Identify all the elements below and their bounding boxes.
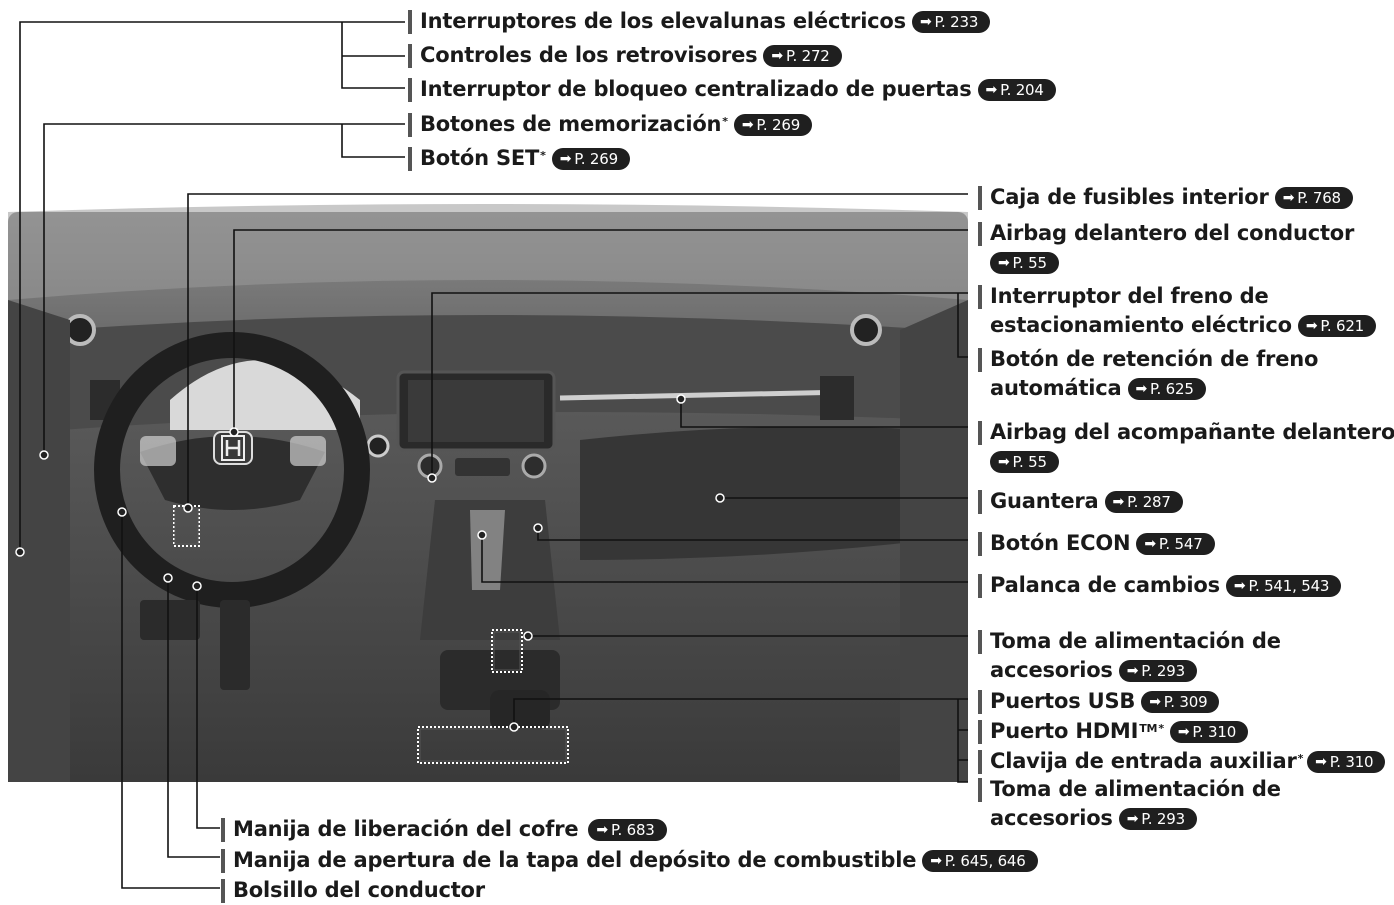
- label-passenger-airbag: Airbag del acompañante delantero ➡P. 55: [977, 418, 1394, 476]
- label-text: Interruptor de bloqueo centralizado de p…: [420, 77, 972, 101]
- page-ref-link[interactable]: ➡P. 287: [1104, 491, 1183, 513]
- page-ref-link[interactable]: ➡P. 269: [551, 148, 630, 170]
- page-ref-link[interactable]: ➡P. 310: [1307, 751, 1386, 773]
- label-parking-brake: Interruptor del freno de estacionamiento …: [977, 282, 1377, 340]
- arrow-right-icon: ➡: [998, 454, 1010, 470]
- arrow-right-icon: ➡: [1149, 694, 1161, 710]
- label-text: Bolsillo del conductor: [233, 878, 485, 902]
- label-brake-hold: Botón de retención de freno automática➡P.…: [977, 345, 1319, 403]
- label-glovebox: Guantera➡P. 287: [978, 487, 1183, 516]
- arrow-right-icon: ➡: [1112, 494, 1125, 510]
- arrow-right-icon: ➡: [1282, 190, 1295, 206]
- page-ref-link[interactable]: ➡P. 204: [977, 79, 1056, 101]
- page-ref-link[interactable]: ➡P. 683: [588, 819, 667, 841]
- arrow-right-icon: ➡: [930, 853, 942, 869]
- label-text: Palanca de cambios: [990, 573, 1220, 597]
- label-text: Controles de los retrovisores: [420, 43, 758, 67]
- arrow-right-icon: ➡: [1315, 754, 1327, 770]
- label-aux-jack: Clavija de entrada auxiliar*➡P. 310: [977, 747, 1386, 776]
- arrow-right-icon: ➡: [998, 255, 1010, 271]
- label-hdmi-port: Puerto HDMITM*➡P. 310: [977, 717, 1249, 746]
- label-accessory-power-1: Toma de alimentación de accesorios➡P. 293: [978, 627, 1281, 685]
- label-text: Airbag delantero del conductor: [990, 221, 1355, 245]
- label-driver-airbag: Airbag delantero del conductor ➡P. 55: [977, 219, 1355, 277]
- page-ref-link[interactable]: ➡P. 621: [1297, 315, 1377, 337]
- arrow-right-icon: ➡: [919, 14, 932, 30]
- arrow-right-icon: ➡: [1233, 578, 1246, 594]
- label-line1: Botón de retención de freno: [990, 347, 1319, 371]
- label-line2: accesorios: [990, 806, 1113, 830]
- label-accessory-power-2: Toma de alimentación de accesorios➡P. 293: [978, 775, 1281, 833]
- label-text: Manija de liberación del cofre: [233, 817, 579, 841]
- label-text: Interruptores de los elevalunas eléctric…: [420, 9, 906, 33]
- label-text: Botones de memorización: [420, 112, 722, 136]
- arrow-right-icon: ➡: [1126, 663, 1139, 679]
- label-line1: Interruptor del freno de: [990, 284, 1269, 308]
- label-line2: estacionamiento eléctrico: [990, 313, 1292, 337]
- page-ref-link[interactable]: ➡P. 547: [1136, 533, 1215, 555]
- label-text: Puerto HDMI: [990, 719, 1139, 743]
- arrow-right-icon: ➡: [1144, 536, 1156, 552]
- label-driver-pocket: Bolsillo del conductor: [221, 876, 485, 905]
- page-ref-link[interactable]: ➡P. 541, 543: [1225, 575, 1342, 597]
- label-text: Botón ECON: [990, 531, 1131, 555]
- label-line2: accesorios: [990, 658, 1113, 682]
- arrow-right-icon: ➡: [596, 822, 608, 838]
- label-text: Caja de fusibles interior: [990, 185, 1269, 209]
- arrow-right-icon: ➡: [1305, 318, 1318, 334]
- page-ref-link[interactable]: ➡P. 293: [1118, 808, 1197, 830]
- arrow-right-icon: ➡: [1177, 724, 1190, 740]
- page-ref-link[interactable]: ➡P. 645, 646: [922, 850, 1038, 872]
- label-text: Manija de apertura de la tapa del depósi…: [233, 848, 917, 872]
- arrow-right-icon: ➡: [559, 151, 572, 167]
- page-ref-link[interactable]: ➡P. 310: [1169, 721, 1249, 743]
- label-set-button: Botón SET*➡P. 269: [408, 144, 630, 173]
- honda-logo-icon: [221, 435, 245, 461]
- label-usb-ports: Puertos USB➡P. 309: [977, 687, 1220, 716]
- arrow-right-icon: ➡: [741, 117, 754, 133]
- label-econ-button: Botón ECON➡P. 547: [978, 529, 1215, 558]
- label-line1: Toma de alimentación de: [990, 777, 1281, 801]
- page-ref-link[interactable]: ➡P. 768: [1274, 187, 1353, 209]
- page-ref-link[interactable]: ➡P. 55: [990, 451, 1059, 473]
- label-power-windows: Interruptores de los elevalunas eléctric…: [407, 7, 991, 36]
- label-line1: Toma de alimentación de: [990, 629, 1281, 653]
- arrow-right-icon: ➡: [1126, 811, 1139, 827]
- page-ref-link[interactable]: ➡P. 625: [1127, 378, 1206, 400]
- label-fuse-box: Caja de fusibles interior➡P. 768: [978, 183, 1353, 212]
- label-door-lock: Interruptor de bloqueo centralizado de p…: [408, 75, 1056, 104]
- label-line2: automática: [990, 376, 1122, 400]
- label-text: Botón SET: [420, 146, 540, 170]
- page-ref-link[interactable]: ➡P. 55: [990, 252, 1059, 274]
- label-text: Airbag del acompañante delantero: [990, 420, 1394, 444]
- label-memory-buttons: Botones de memorización*➡P. 269: [407, 110, 813, 139]
- page-ref-link[interactable]: ➡P. 293: [1118, 660, 1197, 682]
- label-fuel-door: Manija de apertura de la tapa del depósi…: [221, 846, 1038, 875]
- label-text: Puertos USB: [990, 689, 1136, 713]
- page-ref-link[interactable]: ➡P. 269: [733, 114, 813, 136]
- arrow-right-icon: ➡: [985, 82, 998, 98]
- page-ref-link[interactable]: ➡P. 272: [763, 45, 842, 67]
- label-hood-release: Manija de liberación del cofre ➡P. 683: [221, 815, 667, 844]
- arrow-right-icon: ➡: [1135, 381, 1148, 397]
- label-text: Clavija de entrada auxiliar: [990, 749, 1297, 773]
- page-ref-link[interactable]: ➡P. 233: [911, 11, 991, 33]
- page-ref-link[interactable]: ➡P. 309: [1141, 691, 1220, 713]
- label-mirror-controls: Controles de los retrovisores➡P. 272: [408, 41, 842, 70]
- label-shift-lever: Palanca de cambios➡P. 541, 543: [977, 571, 1342, 600]
- label-text: Guantera: [990, 489, 1099, 513]
- arrow-right-icon: ➡: [771, 48, 783, 64]
